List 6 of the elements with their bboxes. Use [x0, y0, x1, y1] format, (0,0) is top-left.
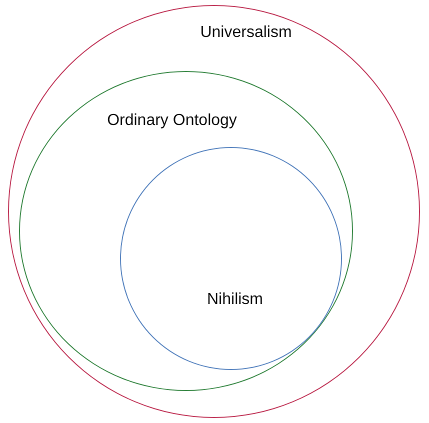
set-label: Universalism [200, 24, 292, 42]
set-circle [19, 71, 353, 391]
set-label: Ordinary Ontology [107, 112, 237, 130]
set-circle [120, 147, 342, 370]
set-label: Nihilism [207, 291, 263, 309]
set-circle [8, 5, 420, 418]
